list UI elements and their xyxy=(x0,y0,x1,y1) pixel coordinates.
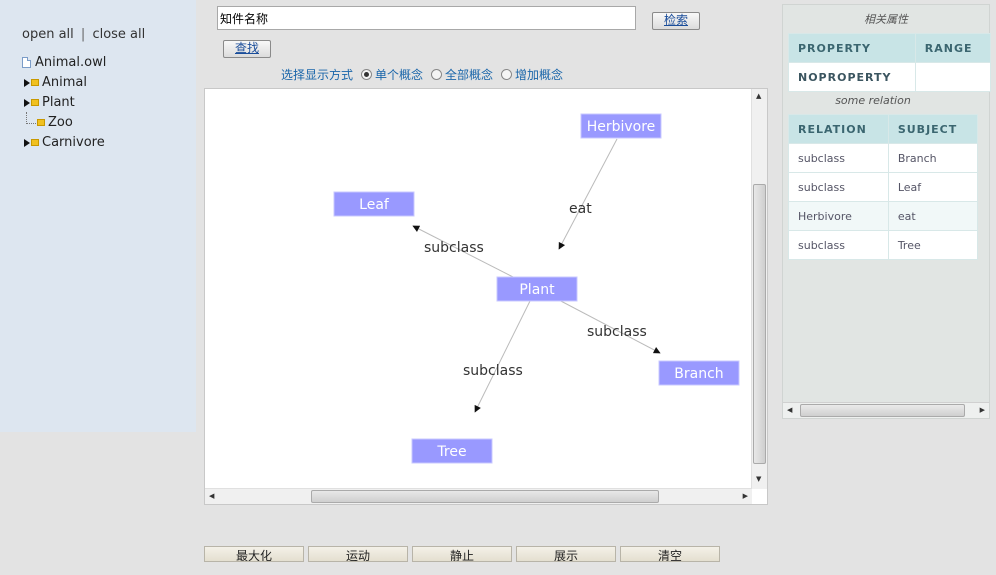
scroll-right-icon[interactable]: ▶ xyxy=(979,406,985,414)
scroll-down-icon[interactable]: ▼ xyxy=(756,475,762,483)
scroll-up-icon[interactable]: ▲ xyxy=(756,92,762,100)
property-cell: NOPROPERTY xyxy=(788,62,916,92)
property-header: PROPERTY xyxy=(788,33,916,63)
radio-all-concepts[interactable] xyxy=(431,69,443,80)
tree-root-node[interactable]: Animal.owl xyxy=(22,55,106,70)
folder-icon xyxy=(31,99,39,106)
tree-item-carnivore[interactable]: Carnivore xyxy=(24,135,105,150)
tree-controls: open all | close all xyxy=(22,27,145,42)
graph-canvas[interactable]: eat subclass subclass subclass Herbivore… xyxy=(204,88,768,505)
range-cell xyxy=(914,62,992,92)
tree-item-animal[interactable]: Animal xyxy=(24,75,87,90)
clear-button[interactable]: 清空 xyxy=(620,546,720,562)
radio-single-concept[interactable] xyxy=(361,69,373,80)
tree-root-label: Animal.owl xyxy=(35,55,107,70)
table-row: Herbivore eat xyxy=(788,201,979,231)
graph-node-label: Branch xyxy=(674,366,723,382)
tree-item-label: Carnivore xyxy=(42,135,105,150)
ontology-tree-panel: open all | close all Animal.owl Animal P… xyxy=(0,0,196,432)
properties-title: 相关属性 xyxy=(864,13,908,26)
animate-button[interactable]: 运动 xyxy=(308,546,408,562)
graph-horizontal-scrollbar[interactable]: ◀ ▶ xyxy=(205,488,752,504)
radio-all-concepts-label[interactable]: 全部概念 xyxy=(445,68,494,82)
subject-cell: Branch xyxy=(887,143,979,173)
graph-node-label: Tree xyxy=(436,444,466,460)
radio-add-concept[interactable] xyxy=(501,69,513,80)
table-row: subclass Branch xyxy=(788,143,979,173)
tree-branch-line xyxy=(26,111,36,124)
folder-icon xyxy=(31,139,39,146)
display-mode-selector: 选择显示方式 单个概念 全部概念 增加概念 xyxy=(281,66,563,83)
subject-cell: Leaf xyxy=(887,172,979,202)
range-header: RANGE xyxy=(914,33,992,63)
properties-horizontal-scrollbar[interactable]: ◀ ▶ xyxy=(783,402,989,418)
subject-header: SUBJECT xyxy=(887,114,979,144)
expand-arrow-icon[interactable] xyxy=(24,78,30,87)
scrollbar-thumb[interactable] xyxy=(753,184,766,464)
related-properties-panel: 相关属性 PROPERTY RANGE NOPROPERTY some rela… xyxy=(782,4,992,419)
table-row: subclass Leaf xyxy=(788,172,979,202)
scrollbar-thumb[interactable] xyxy=(311,490,659,503)
edge-plant-tree xyxy=(474,298,532,413)
subject-cell: Tree xyxy=(887,230,979,260)
tree-item-label: Zoo xyxy=(48,115,73,130)
display-mode-label: 选择显示方式 xyxy=(281,68,354,82)
tree-item-plant[interactable]: Plant xyxy=(24,95,75,110)
relation-caption: some relation xyxy=(835,94,911,107)
relation-cell: subclass xyxy=(788,230,889,260)
graph-node-plant[interactable]: Plant xyxy=(496,276,578,302)
tree-item-label: Plant xyxy=(42,95,75,110)
maximize-button[interactable]: 最大化 xyxy=(204,546,304,562)
file-icon xyxy=(22,57,31,68)
property-table: PROPERTY RANGE NOPROPERTY xyxy=(788,33,992,92)
radio-add-concept-label[interactable]: 增加概念 xyxy=(515,68,564,82)
folder-icon xyxy=(31,79,39,86)
tree-item-zoo[interactable]: Zoo xyxy=(22,111,73,130)
tree-controls-separator: | xyxy=(80,27,86,42)
table-row: subclass Tree xyxy=(788,230,979,260)
edge-plant-branch xyxy=(556,298,661,354)
find-button[interactable]: 查找 xyxy=(223,40,271,58)
open-all-link[interactable]: open all xyxy=(22,27,74,42)
close-all-link[interactable]: close all xyxy=(92,27,146,42)
subject-cell: eat xyxy=(887,201,979,231)
scroll-left-icon[interactable]: ◀ xyxy=(787,406,793,414)
concept-graph[interactable]: eat subclass subclass subclass Herbivore… xyxy=(205,89,752,489)
edge-herbivore-plant xyxy=(558,138,618,250)
relation-table: RELATION SUBJECT subclass Branch subclas… xyxy=(788,114,979,260)
search-button[interactable]: 检索 xyxy=(652,12,700,30)
expand-arrow-icon[interactable] xyxy=(24,98,30,107)
edge-plant-leaf xyxy=(412,225,518,280)
graph-node-leaf[interactable]: Leaf xyxy=(333,191,415,217)
relation-cell: subclass xyxy=(788,143,889,173)
folder-icon xyxy=(37,119,45,126)
show-button[interactable]: 展示 xyxy=(516,546,616,562)
freeze-button[interactable]: 静止 xyxy=(412,546,512,562)
graph-node-label: Leaf xyxy=(359,197,390,213)
radio-single-concept-label[interactable]: 单个概念 xyxy=(375,68,424,82)
graph-node-label: Plant xyxy=(519,282,555,298)
relation-header: RELATION xyxy=(788,114,889,144)
edge-label: subclass xyxy=(587,324,647,340)
edge-label: eat xyxy=(569,201,592,217)
graph-vertical-scrollbar[interactable]: ▲ ▼ xyxy=(751,89,767,489)
scroll-right-icon[interactable]: ▶ xyxy=(742,492,748,500)
graph-node-tree[interactable]: Tree xyxy=(411,438,493,464)
graph-node-label: Herbivore xyxy=(587,119,656,135)
graph-node-herbivore[interactable]: Herbivore xyxy=(580,113,662,139)
scroll-left-icon[interactable]: ◀ xyxy=(209,492,215,500)
table-row: NOPROPERTY xyxy=(788,62,992,92)
relation-cell: Herbivore xyxy=(788,201,889,231)
edge-label: subclass xyxy=(463,363,523,379)
scrollbar-thumb[interactable] xyxy=(800,404,965,417)
relation-cell: subclass xyxy=(788,172,889,202)
tree-item-label: Animal xyxy=(42,75,87,90)
expand-arrow-icon[interactable] xyxy=(24,138,30,147)
edge-label: subclass xyxy=(424,240,484,256)
graph-node-branch[interactable]: Branch xyxy=(658,360,740,386)
search-input[interactable] xyxy=(217,6,636,30)
